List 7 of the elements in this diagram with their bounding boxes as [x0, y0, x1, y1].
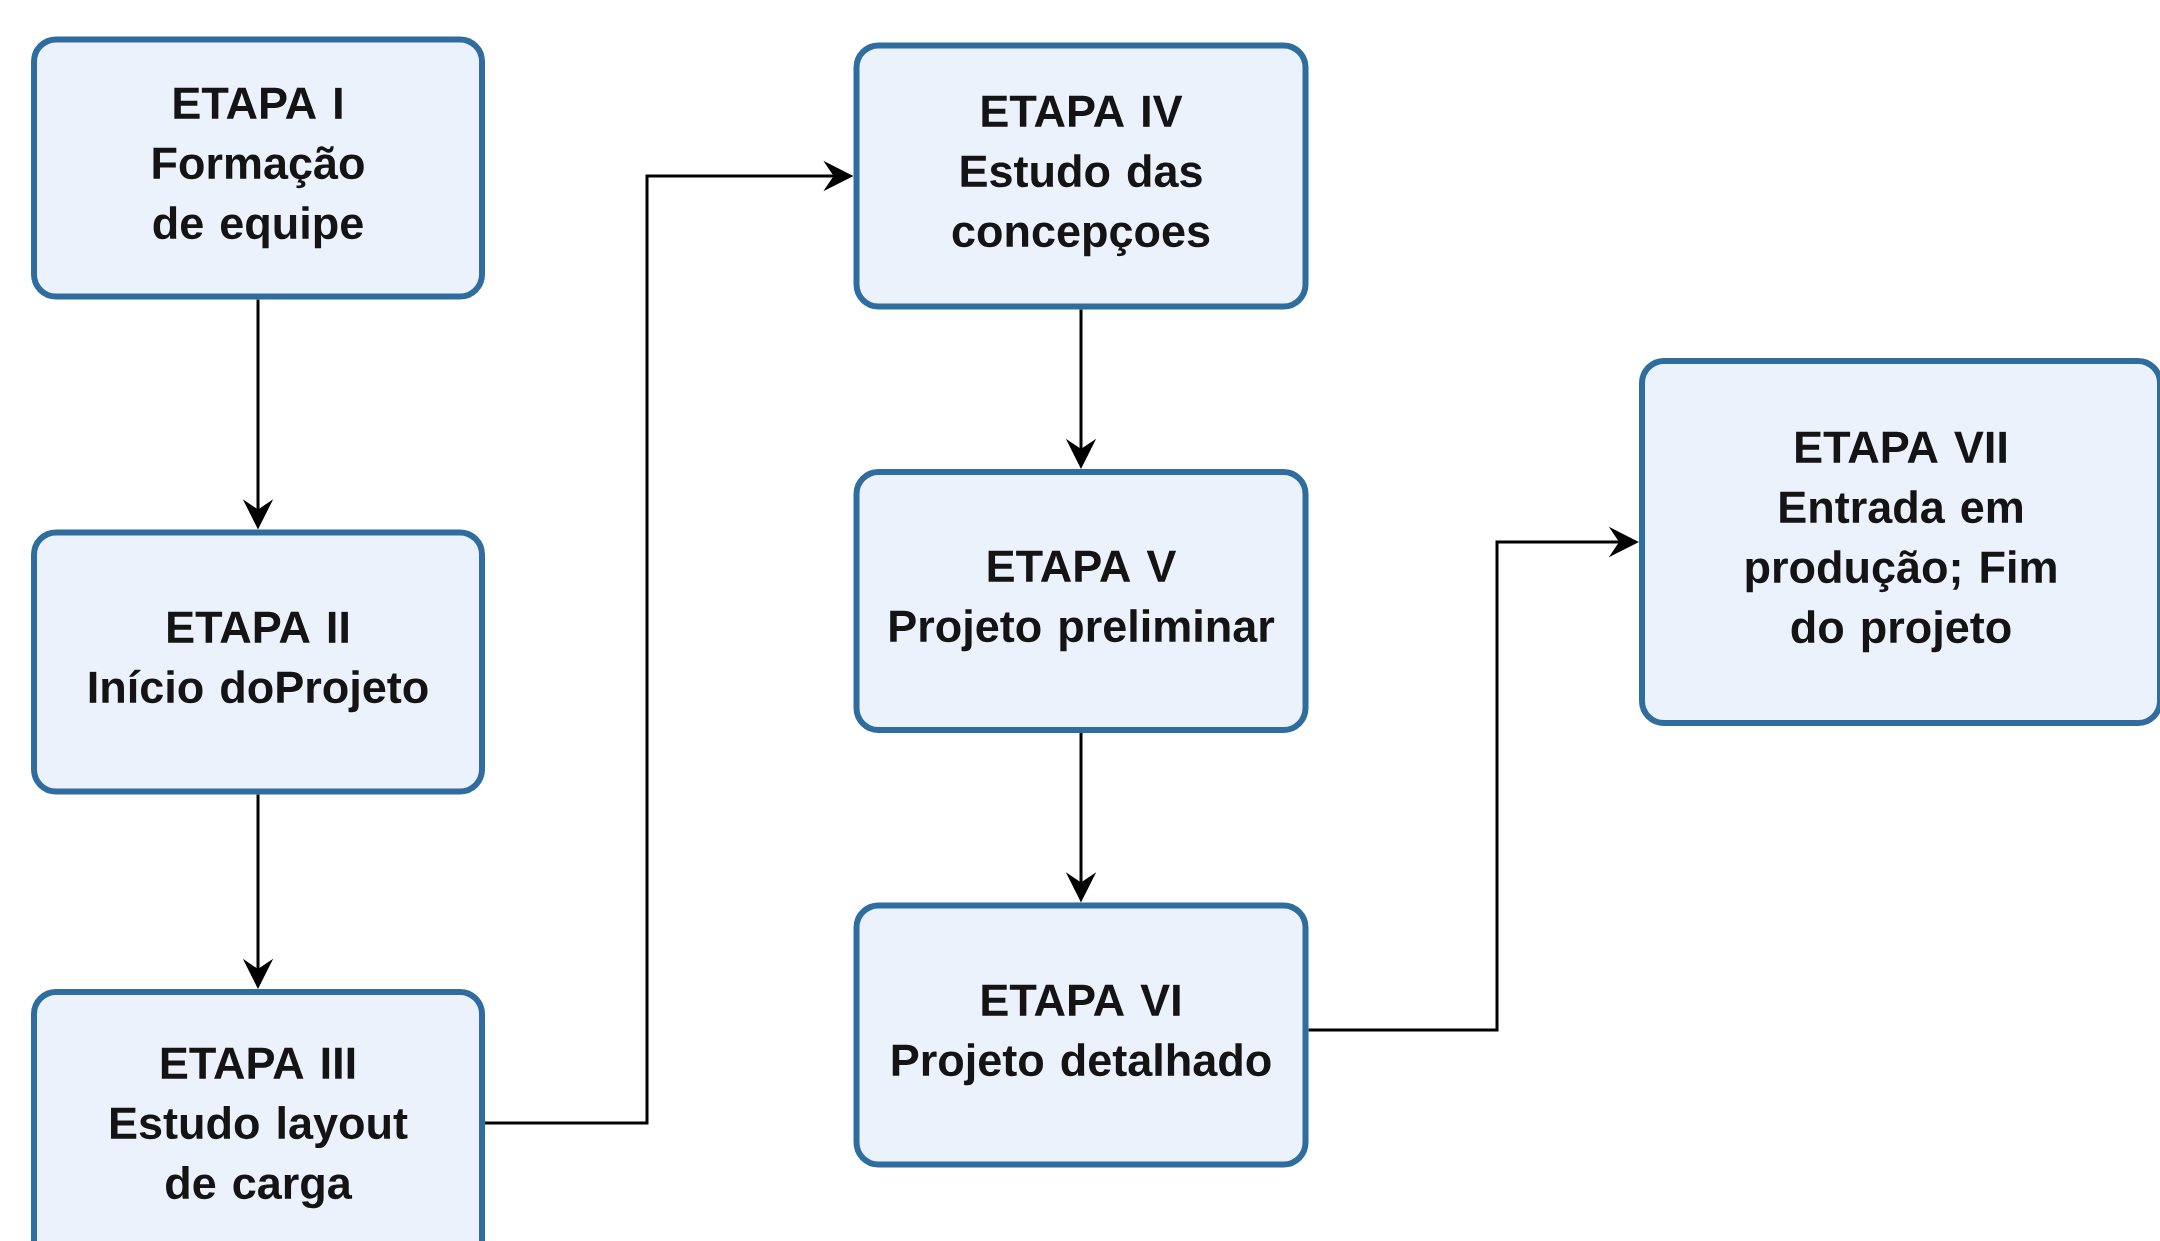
process-box: ETAPA V Projeto preliminar	[853, 469, 1309, 733]
process-box: ETAPA VI Projeto detalhado	[853, 902, 1309, 1168]
process-box: ETAPA I Formação de equipe	[31, 36, 485, 300]
process-box: ETAPA VII Entrada em produção; Fim do projeto	[1639, 358, 2160, 726]
process-box: ETAPA II Início doProjeto	[31, 529, 485, 795]
process-box: ETAPA IV Estudo das concepçoes	[853, 42, 1309, 310]
process-box: ETAPA III Estudo layout de carga	[31, 989, 485, 1241]
